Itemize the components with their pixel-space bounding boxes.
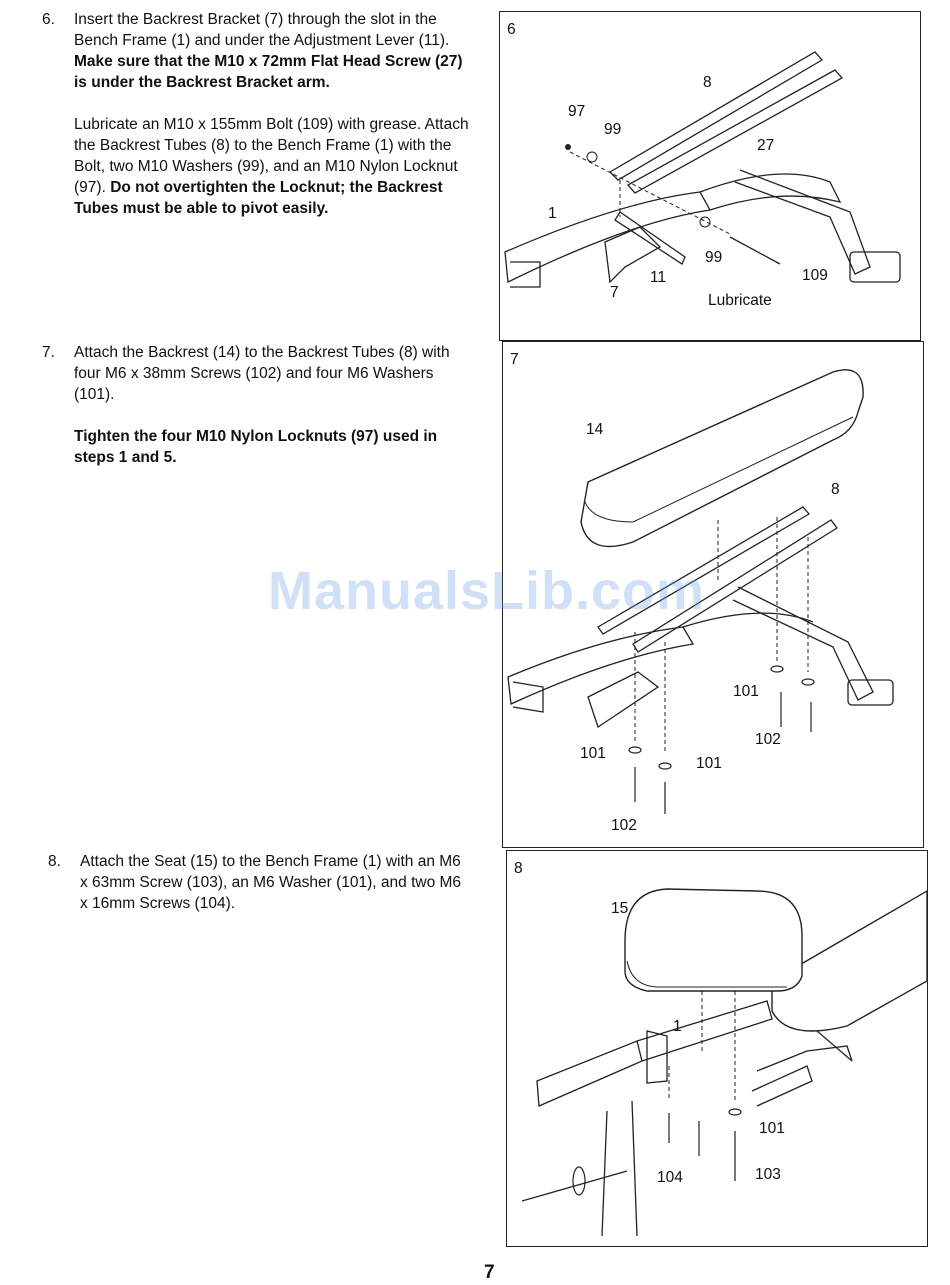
callout-15: 15	[611, 900, 628, 917]
washer	[699, 216, 711, 228]
step-paragraph: Lubricate an M10 x 155mm Bolt (109) with…	[74, 114, 469, 219]
callout-102: 102	[611, 817, 637, 834]
step-paragraph: Tighten the four M10 Nylon Locknuts (97)…	[74, 426, 469, 468]
instruction-warning: Tighten the four M10 Nylon Locknuts (97)…	[74, 428, 438, 466]
backrest-pad	[771, 890, 927, 1032]
callout-101: 101	[759, 1120, 785, 1137]
backrest-pad	[580, 369, 864, 548]
watermark: ManualsLib.com	[268, 561, 706, 621]
callout-109: 109	[802, 267, 828, 284]
backrest-tubes	[608, 51, 844, 194]
figure-number: 6	[507, 21, 516, 38]
instruction-text: Insert the Backrest Bracket (7) through …	[74, 11, 450, 49]
step-paragraph: Attach the Seat (15) to the Bench Frame …	[80, 853, 462, 912]
weight-bar	[521, 1030, 853, 1202]
callout-101: 101	[580, 745, 606, 762]
backrest-tubes	[597, 506, 838, 653]
figure-number: 7	[510, 351, 519, 368]
callout-99: 99	[705, 249, 722, 266]
figure-number: 8	[514, 860, 523, 877]
step-number: 6.	[42, 11, 55, 28]
figure-8: 8	[506, 850, 928, 1247]
callout-101: 101	[696, 755, 722, 772]
adjustment-lever	[614, 211, 686, 265]
callout-1: 1	[548, 205, 557, 222]
figure-6: 6 8 97 99 27 1	[499, 11, 921, 341]
callout-14: 14	[586, 421, 604, 438]
callout-103: 103	[755, 1166, 781, 1183]
assembly-guides	[668, 991, 736, 1101]
step-paragraph: Insert the Backrest Bracket (7) through …	[74, 9, 469, 93]
washers-and-screws	[628, 665, 815, 814]
washer	[586, 151, 598, 163]
callout-7: 7	[610, 284, 619, 301]
figure-8-drawing: 8	[514, 860, 927, 1237]
assembly-guides	[634, 517, 809, 752]
instruction-warning: Do not overtighten the Locknut; the Back…	[74, 179, 443, 217]
figure-7-drawing: 7	[507, 351, 894, 834]
step-number: 7.	[42, 344, 55, 361]
figure-7: 7	[502, 341, 924, 848]
bench-frame	[536, 1000, 853, 1237]
callout-1: 1	[673, 1018, 682, 1035]
step-paragraph: Attach the Backrest (14) to the Backrest…	[74, 344, 450, 403]
step-number: 8.	[48, 853, 61, 870]
bolt	[729, 236, 781, 265]
washers-and-screws	[668, 1108, 742, 1181]
callout-104: 104	[657, 1169, 683, 1186]
instruction-warning: Make sure that the M10 x 72mm Flat Head …	[74, 53, 463, 91]
locknut	[565, 144, 571, 150]
seat-pad	[624, 888, 803, 992]
callout-97: 97	[568, 103, 585, 120]
backrest-bracket	[604, 226, 662, 284]
callout-11: 11	[650, 269, 666, 286]
callout-27: 27	[757, 137, 774, 154]
callout-99: 99	[604, 121, 621, 138]
assembly-guides	[569, 151, 731, 235]
callout-102: 102	[755, 731, 781, 748]
step-body: Attach the Backrest (14) to the Backrest…	[74, 342, 469, 468]
step-body: Insert the Backrest Bracket (7) through …	[74, 9, 469, 219]
callout-8: 8	[831, 481, 840, 498]
step-body: Attach the Seat (15) to the Bench Frame …	[80, 851, 465, 914]
bench-frame	[504, 169, 901, 288]
callout-8: 8	[703, 74, 712, 91]
bench-frame	[507, 586, 894, 729]
instruction-text: Lubricate an M10 x 155mm Bolt (109) with…	[74, 116, 469, 196]
lubricate-note: Lubricate	[708, 292, 772, 309]
callout-101: 101	[733, 683, 759, 700]
page-number: 7	[484, 1262, 495, 1283]
figure-6-drawing: 6 8 97 99 27 1	[504, 21, 901, 309]
